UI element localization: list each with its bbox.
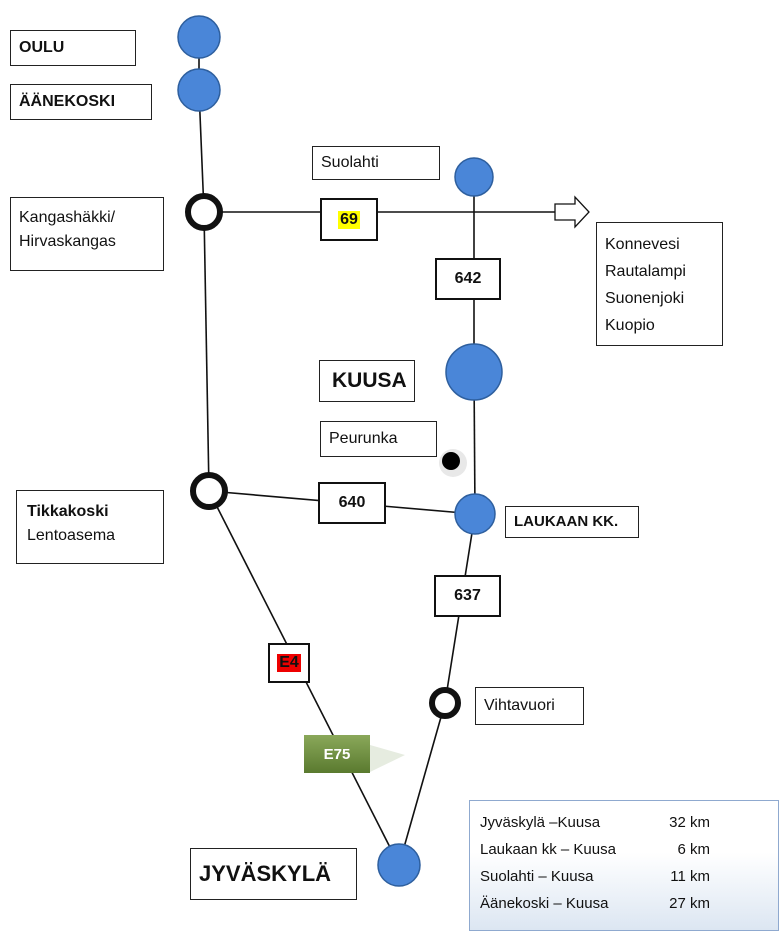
distance-km: 6 km	[677, 841, 710, 858]
e75-shadow	[370, 745, 405, 772]
junction-kangashakki	[185, 193, 223, 231]
junction-vihtavuori	[429, 687, 461, 719]
label-tikkakoski-name: Tikkakoski	[27, 503, 109, 520]
label-suolahti: Suolahti	[312, 146, 440, 180]
road-vihtavuori-jyvaskyla	[398, 702, 446, 866]
node-laukaa	[454, 493, 496, 535]
direction-arrow-icon	[554, 195, 590, 229]
road-69-number: 69	[338, 210, 360, 229]
destination-item: Rautalampi	[605, 263, 686, 280]
label-peurunka: Peurunka	[320, 421, 437, 457]
node-suolahti	[454, 157, 494, 197]
label-aanekoski: ÄÄNEKOSKI	[10, 84, 152, 120]
label-kangashakki-line2: Hirvaskangas	[19, 233, 116, 250]
distance-row: Jyväskylä –Kuusa 32 km	[480, 809, 768, 836]
junction-nodes	[185, 193, 461, 719]
destination-item: Suonenjoki	[605, 290, 685, 307]
node-oulu	[177, 15, 221, 59]
distance-route: Suolahti – Kuusa	[480, 868, 594, 885]
distance-row: Suolahti – Kuusa 11 km	[480, 863, 768, 890]
distance-route: Äänekoski – Kuusa	[480, 895, 609, 912]
distance-km: 32 km	[669, 814, 710, 831]
node-kuusa	[445, 343, 503, 401]
distance-km: 27 km	[669, 895, 710, 912]
road-e4-number: E4	[277, 654, 301, 672]
distance-row: Äänekoski – Kuusa 27 km	[480, 890, 768, 917]
label-jyvaskyla: JYVÄSKYLÄ	[190, 848, 357, 900]
label-kuusa: KUUSA	[319, 360, 415, 402]
distance-route: Laukaan kk – Kuusa	[480, 841, 616, 858]
peurunka-marker-icon	[439, 449, 467, 477]
city-nodes	[177, 15, 503, 887]
destination-item: Kuopio	[605, 317, 655, 334]
road-sign-640: 640	[318, 482, 386, 524]
junction-tikkakoski	[190, 472, 228, 510]
destination-item: Konnevesi	[605, 236, 680, 253]
label-lentoasema: Lentoasema	[27, 527, 116, 544]
distance-route: Jyväskylä –Kuusa	[480, 814, 601, 831]
node-aanekoski	[177, 68, 221, 112]
road-sign-e4: E4	[268, 643, 310, 683]
node-jyvaskyla	[377, 843, 421, 887]
road-lines	[198, 37, 555, 866]
label-tikkakoski: Tikkakoski Lentoasema	[16, 490, 164, 564]
label-kangashakki: Kangashäkki/ Hirvaskangas	[10, 197, 164, 271]
road-kangashakki-tikkakoski	[203, 211, 210, 492]
road-sign-e75: E75	[304, 735, 370, 773]
road-sign-637: 637	[434, 575, 501, 617]
distance-row: Laukaan kk – Kuusa 6 km	[480, 836, 768, 863]
distance-km: 11 km	[670, 868, 710, 885]
label-destinations: Konnevesi Rautalampi Suonenjoki Kuopio	[596, 222, 723, 346]
label-oulu: OULU	[10, 30, 136, 66]
label-vihtavuori: Vihtavuori	[475, 687, 584, 725]
label-laukaan-kk: LAUKAAN KK.	[505, 506, 639, 538]
road-sign-642: 642	[435, 258, 501, 300]
road-sign-69: 69	[320, 198, 378, 241]
label-kangashakki-line1: Kangashäkki/	[19, 209, 116, 226]
distances-panel: Jyväskylä –Kuusa 32 km Laukaan kk – Kuus…	[469, 800, 779, 931]
